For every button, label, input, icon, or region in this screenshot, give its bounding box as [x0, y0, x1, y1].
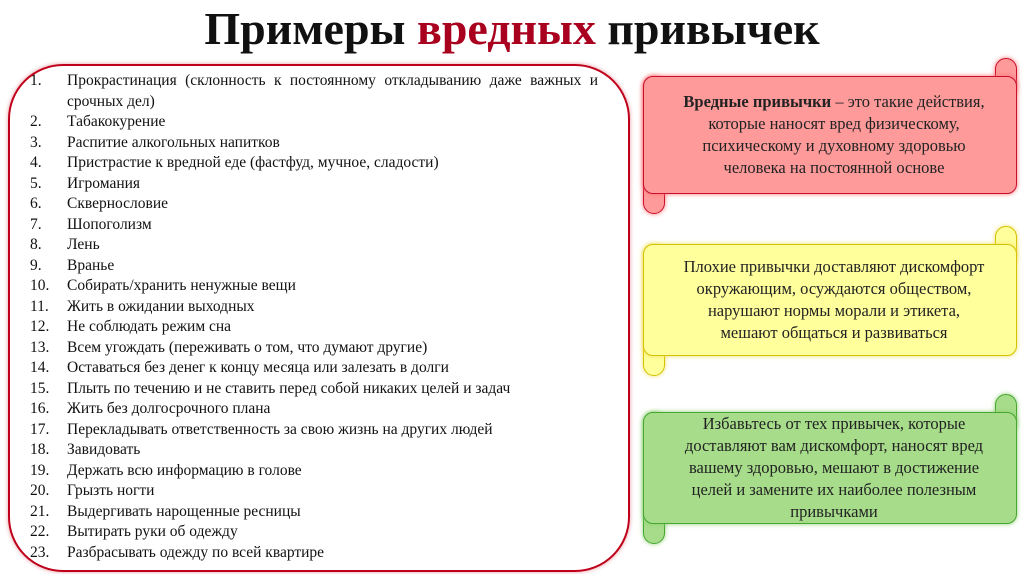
item-text: Жить в ожидании выходных: [67, 297, 255, 315]
item-number: 10.: [30, 277, 50, 294]
advice-scroll-green: Избавьтесь от тех привычек, которые дост…: [643, 394, 1017, 544]
definition-term: Вредные привычки: [683, 92, 832, 111]
item-text: Пристрастие к вредной еде (фастфуд, мучн…: [67, 154, 439, 171]
bad-habits-text: Плохие привычки доставляют дискомфорт ок…: [643, 244, 1017, 356]
item-text: Распитие алкогольных напитков: [67, 133, 280, 151]
item-text: Жить без долгосрочного плана: [67, 400, 271, 417]
list-item: 13. Всем угождать (переживать о том, что …: [30, 338, 598, 359]
list-item: 20. Грызть ногти: [30, 481, 598, 502]
list-item: 22. Вытирать руки об одежду: [30, 522, 598, 543]
definition-body: – это такие действия, которые наносят вр…: [702, 92, 985, 177]
item-number: 14.: [30, 359, 50, 376]
item-text: Собирать/хранить ненужные вещи: [67, 277, 296, 294]
list-item: 1. Прокрастинация (склонность к постоянно…: [30, 71, 598, 112]
definition-scroll-red: Вредные привычки – это такие действия, к…: [643, 58, 1017, 214]
item-text: Игромания: [67, 174, 141, 192]
list-item: 5. Игромания: [30, 174, 598, 195]
item-number: 8.: [30, 236, 42, 253]
habits-list-frame: [8, 64, 630, 572]
item-text: Оставаться без денег к концу месяца или …: [67, 359, 449, 376]
item-text: Перекладывать ответственность за свою жи…: [67, 420, 493, 438]
item-number: 5.: [30, 174, 42, 192]
title-text-end: привычек: [595, 3, 820, 54]
item-number: 19.: [30, 461, 50, 479]
list-item: 14. Оставаться без денег к концу месяца и…: [30, 358, 598, 379]
item-text: Всем угождать (переживать о том, что дум…: [67, 338, 428, 356]
list-item: 2. Табакокурение: [30, 112, 598, 133]
item-number: 13.: [30, 338, 50, 356]
list-item: 16. Жить без долгосрочного плана: [30, 399, 598, 420]
bad-habits-scroll-yellow: Плохие привычки доставляют дискомфорт ок…: [643, 226, 1017, 376]
list-item: 21. Выдергивать нарощенные ресницы: [30, 502, 598, 523]
habits-list: 1. Прокрастинация (склонность к постоянно…: [30, 71, 598, 563]
item-number: 21.: [30, 502, 50, 520]
item-text: Лень: [67, 236, 100, 253]
item-number: 22.: [30, 523, 50, 540]
list-item: 12. Не соблюдать режим сна: [30, 317, 598, 338]
list-item: 7. Шопоголизм: [30, 215, 598, 236]
item-number: 23.: [30, 543, 50, 561]
item-number: 3.: [30, 133, 42, 151]
list-item: 9. Вранье: [30, 256, 598, 277]
item-number: 2.: [30, 113, 42, 130]
item-number: 11.: [30, 297, 49, 315]
list-item: 4. Пристрастие к вредной еде (фастфуд, му…: [30, 153, 598, 174]
list-item: 17. Перекладывать ответственность за свою…: [30, 420, 598, 441]
list-item: 15. Плыть по течению и не ставить перед с…: [30, 379, 598, 400]
item-text: Грызть ногти: [67, 482, 155, 499]
item-text: Сквернословие: [67, 195, 169, 212]
list-item: 3. Распитие алкогольных напитков: [30, 133, 598, 154]
list-item: 18. Завидовать: [30, 440, 598, 461]
list-item: 23. Разбрасывать одежду по всей квартире: [30, 543, 598, 564]
item-text: Плыть по течению и не ставить перед собо…: [67, 379, 511, 397]
item-number: 7.: [30, 215, 42, 233]
item-number: 18.: [30, 441, 50, 458]
item-text: Не соблюдать режим сна: [67, 318, 232, 335]
item-text: Прокрастинация (склонность к постоянному…: [67, 72, 598, 110]
item-text: Вранье: [67, 256, 115, 274]
item-number: 1.: [30, 72, 42, 89]
item-number: 12.: [30, 318, 50, 335]
item-text: Завидовать: [67, 441, 141, 458]
list-item: 10. Собирать/хранить ненужные вещи: [30, 276, 598, 297]
list-item: 19. Держать всю информацию в голове: [30, 461, 598, 482]
item-text: Табакокурение: [67, 113, 166, 130]
title-text: Примеры: [204, 3, 417, 54]
item-text: Держать всю информацию в голове: [67, 461, 302, 479]
list-item: 11. Жить в ожидании выходных: [30, 297, 598, 318]
definition-text: Вредные привычки – это такие действия, к…: [643, 76, 1017, 194]
item-text: Шопоголизм: [67, 215, 152, 233]
item-number: 20.: [30, 482, 50, 499]
item-number: 15.: [30, 379, 50, 397]
item-number: 9.: [30, 256, 42, 274]
title-accent: вредных: [416, 3, 596, 54]
advice-text: Избавьтесь от тех привычек, которые дост…: [643, 412, 1017, 524]
item-text: Разбрасывать одежду по всей квартире: [67, 543, 325, 561]
page-title: Примеры вредных привычек: [0, 2, 1024, 55]
item-number: 17.: [30, 420, 50, 438]
item-text: Вытирать руки об одежду: [67, 523, 238, 540]
item-number: 16.: [30, 400, 50, 417]
item-number: 6.: [30, 195, 42, 212]
list-item: 6. Сквернословие: [30, 194, 598, 215]
item-text: Выдергивать нарощенные ресницы: [67, 502, 301, 520]
item-number: 4.: [30, 154, 42, 171]
list-item: 8. Лень: [30, 235, 598, 256]
